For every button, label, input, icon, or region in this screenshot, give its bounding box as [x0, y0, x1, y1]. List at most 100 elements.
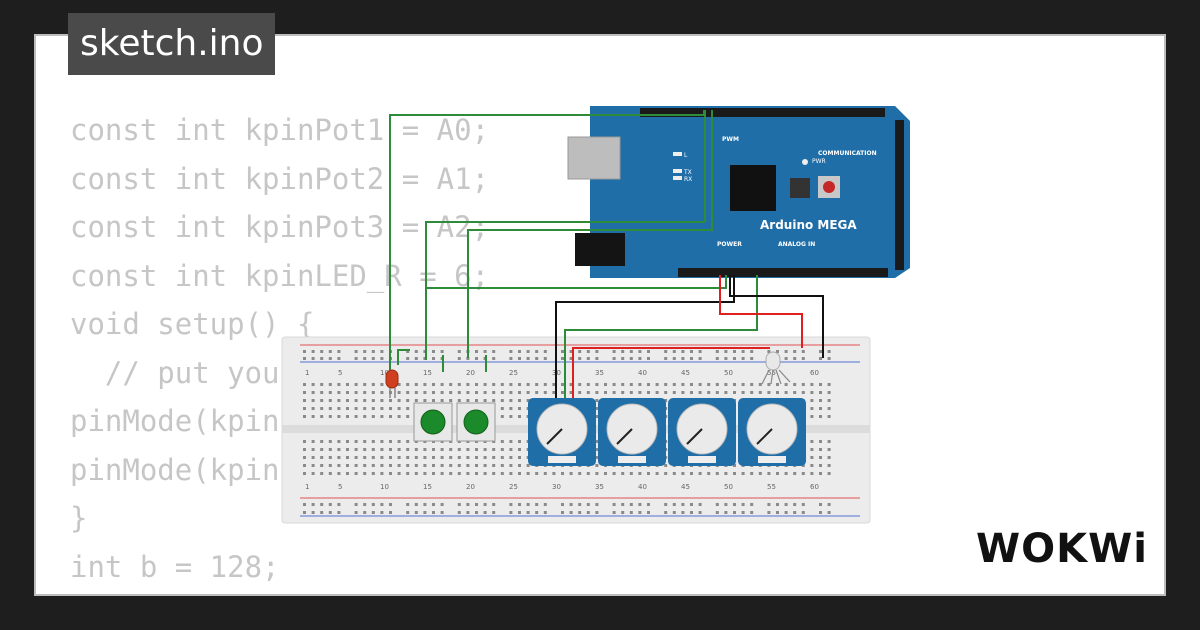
column-number: 25 — [509, 483, 518, 491]
breadboard-hole — [733, 464, 736, 467]
breadboard-hole — [801, 503, 805, 506]
breadboard-hole — [715, 472, 719, 475]
reset-button-cap[interactable] — [823, 181, 835, 193]
potentiometer-2[interactable] — [598, 398, 666, 466]
potentiometer-4[interactable] — [738, 398, 806, 466]
breadboard-hole — [423, 448, 427, 451]
breadboard-hole — [586, 383, 590, 386]
breadboard-hole — [827, 511, 831, 514]
breadboard-hole — [397, 456, 401, 459]
breadboard-hole — [672, 350, 676, 353]
breadboard-hole — [380, 456, 384, 459]
breadboard-hole — [492, 464, 496, 467]
breadboard-hole — [492, 383, 496, 386]
breadboard-hole — [526, 350, 530, 353]
breadboard-hole — [371, 456, 375, 459]
breadboard-hole — [406, 357, 410, 360]
breadboard-hole — [320, 357, 324, 360]
breadboard-hole — [371, 448, 375, 451]
breadboard-hole — [681, 511, 685, 514]
pushbutton-2[interactable] — [456, 402, 496, 442]
breadboard-hole — [354, 456, 358, 459]
breadboard-hole — [647, 383, 650, 386]
breadboard-hole — [303, 383, 306, 386]
breadboard-hole — [509, 391, 513, 394]
breadboard-hole — [303, 464, 306, 467]
breadboard-hole — [793, 511, 797, 514]
breadboard-hole — [311, 503, 315, 506]
breadboard-hole — [440, 350, 444, 353]
potentiometer-1[interactable] — [528, 398, 596, 466]
breadboard-hole — [414, 472, 418, 475]
breadboard-hole — [733, 472, 736, 475]
led-rgb[interactable] — [761, 351, 791, 385]
l-label: L — [684, 152, 688, 159]
breadboard-hole — [354, 503, 358, 506]
breadboard-hole — [371, 472, 375, 475]
breadboard-hole — [810, 472, 814, 475]
breadboard-hole — [543, 350, 547, 353]
usb-port — [567, 136, 621, 180]
code-line: } — [70, 501, 88, 535]
led-red[interactable] — [385, 369, 399, 398]
potentiometer-3[interactable] — [668, 398, 736, 466]
breadboard-hole — [500, 407, 504, 410]
breadboard-hole — [793, 503, 797, 506]
breadboard-hole — [535, 511, 539, 514]
breadboard-hole — [724, 503, 728, 506]
breadboard-hole — [457, 511, 461, 514]
breadboard-hole — [363, 391, 367, 394]
breadboard-hole — [466, 391, 470, 394]
breadboard-hole — [681, 391, 685, 394]
breadboard-hole — [397, 399, 401, 402]
breadboard-hole — [741, 357, 745, 360]
breadboard-hole — [827, 391, 831, 394]
breadboard-hole — [397, 448, 401, 451]
breadboard-hole — [819, 407, 822, 410]
breadboard-hole — [363, 415, 367, 418]
breadboard-hole — [672, 472, 676, 475]
breadboard-hole — [664, 357, 668, 360]
breadboard-hole — [801, 464, 805, 467]
breadboard-hole — [483, 399, 487, 402]
breadboard-hole — [337, 415, 341, 418]
breadboard-hole — [569, 472, 573, 475]
breadboard-hole — [810, 448, 814, 451]
breadboard-hole — [518, 456, 521, 459]
breadboard-hole — [457, 456, 461, 459]
breadboard-hole — [715, 383, 719, 386]
pushbutton-1[interactable] — [413, 402, 453, 442]
breadboard-hole — [406, 472, 410, 475]
breadboard-hole — [328, 357, 332, 360]
breadboard-hole — [621, 503, 625, 506]
analog-in-label: ANALOG IN — [778, 241, 815, 248]
breadboard-hole — [690, 383, 693, 386]
breadboard-hole — [320, 456, 324, 459]
breadboard-hole — [827, 440, 831, 443]
breadboard-hole — [758, 383, 762, 386]
breadboard-hole — [303, 399, 306, 402]
file-tab[interactable]: sketch.ino — [68, 13, 276, 75]
breadboard-hole — [672, 511, 676, 514]
breadboard-hole — [793, 472, 797, 475]
breadboard-hole — [406, 464, 410, 467]
breadboard-hole — [371, 464, 375, 467]
breadboard-hole — [647, 350, 650, 353]
breadboard-hole — [311, 357, 315, 360]
code-line: pinMode(kpinl — [70, 452, 297, 487]
breadboard-hole — [380, 391, 384, 394]
breadboard-hole — [509, 448, 513, 451]
wire-green — [564, 275, 758, 440]
breadboard-hole — [397, 415, 401, 418]
breadboard-hole — [449, 399, 453, 402]
breadboard-hole — [810, 440, 814, 443]
breadboard-hole — [595, 415, 599, 418]
arduino-mega-board[interactable]: Arduino MEGA PWM COMMUNICATION POWER ANA… — [567, 106, 910, 278]
breadboard-hole — [328, 511, 332, 514]
breadboard-hole — [371, 415, 375, 418]
breadboard-hole — [724, 350, 728, 353]
breadboard-hole — [819, 472, 822, 475]
breadboard-hole — [500, 456, 504, 459]
breadboard-hole — [423, 399, 427, 402]
breadboard-hole — [621, 350, 625, 353]
